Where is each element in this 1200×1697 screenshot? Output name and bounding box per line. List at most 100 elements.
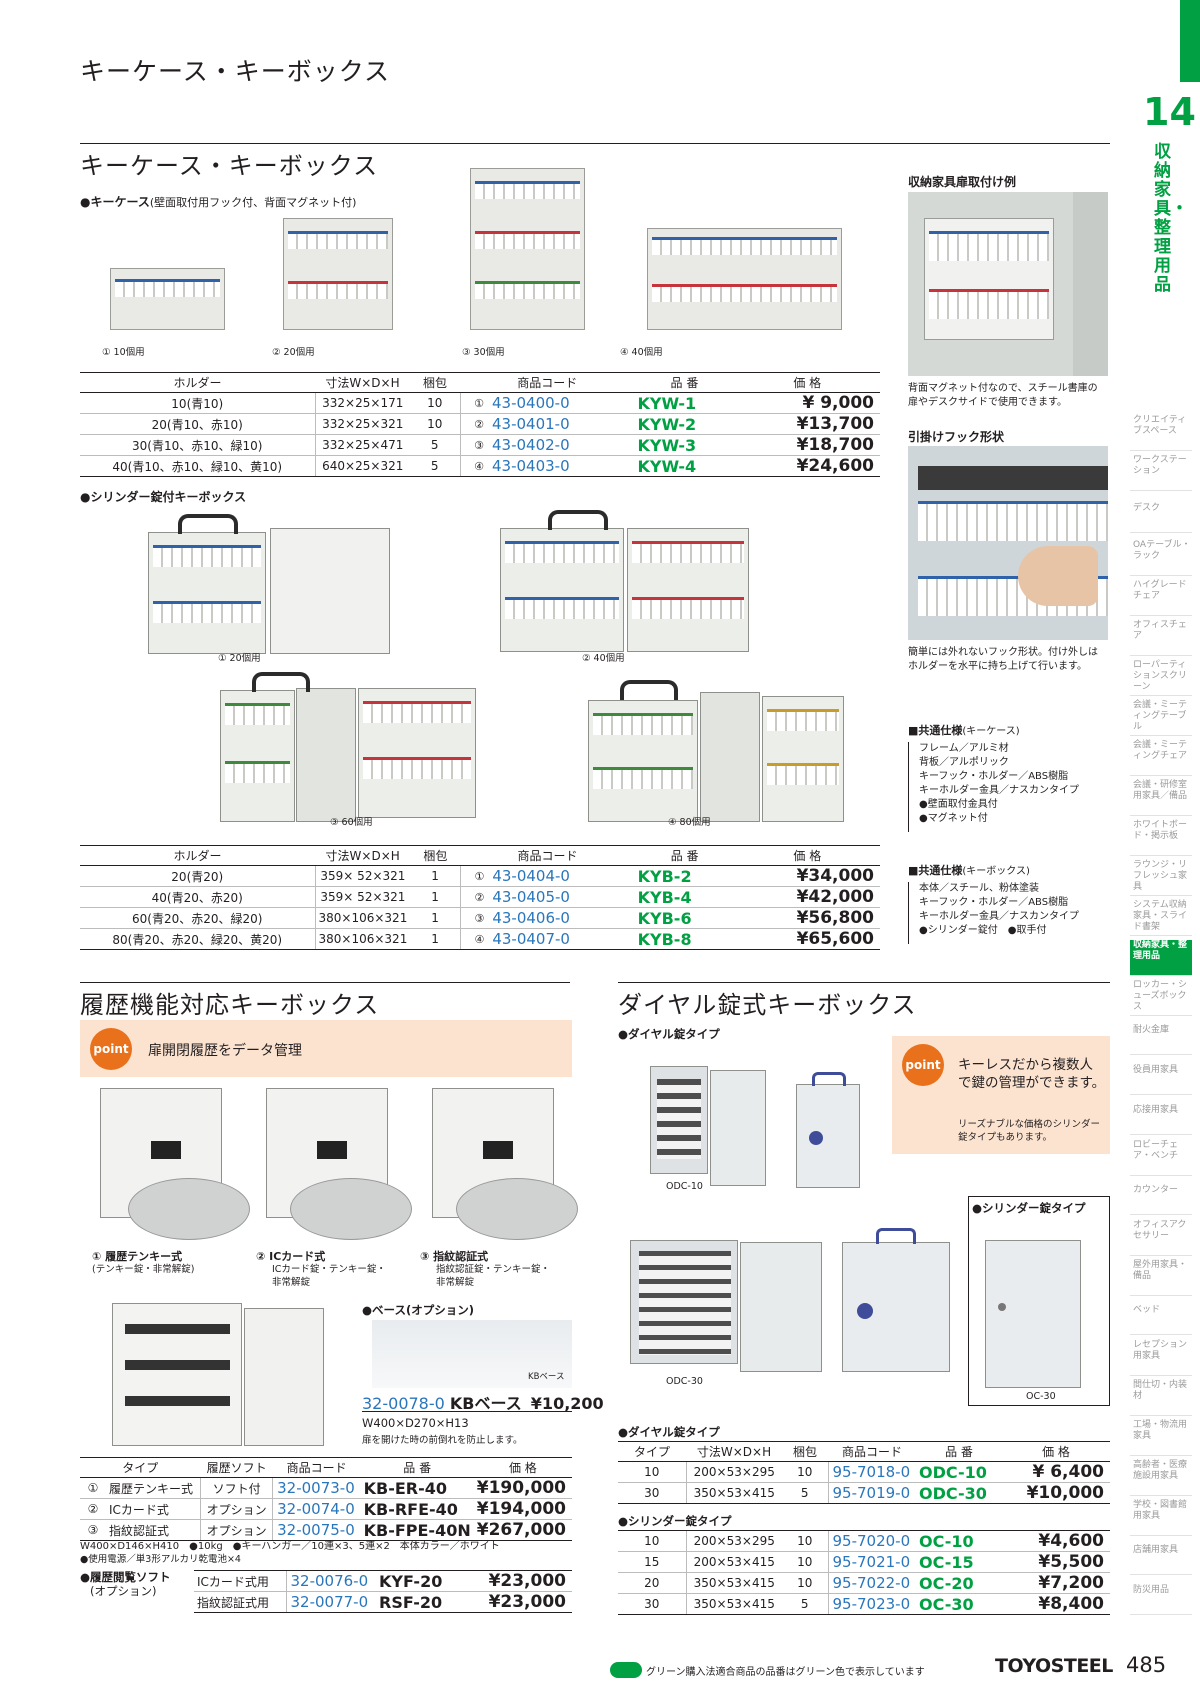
- point-badge: point: [90, 1028, 132, 1070]
- side-nav-item[interactable]: ラウンジ・リフレッシュ家具: [1130, 860, 1192, 896]
- side-nav-item[interactable]: ローパーティションスクリーン: [1130, 660, 1192, 696]
- side-nav-item[interactable]: ロッカー・シューズボックス: [1130, 980, 1192, 1016]
- spec-line: ●壁面取付金具付: [919, 799, 998, 810]
- base-price-line: 32-0078-0 KBベース ¥10,200: [362, 1390, 604, 1414]
- section2-point-banner: [80, 1020, 572, 1077]
- side-nav-item[interactable]: 耐火金庫: [1130, 1025, 1192, 1055]
- product-code: 43-0405-0: [488, 886, 635, 908]
- chapter-label: 収納家具・整理用品: [1154, 142, 1188, 295]
- product-code: 95-7021-0: [827, 1551, 916, 1573]
- history-spec-line1: W400×D146×H410 ●10kg ●キーハンガー／10連×3、5連×2 …: [80, 1541, 500, 1552]
- base-image: [372, 1320, 572, 1388]
- caption-title: ② ICカード式: [256, 1250, 326, 1263]
- keycase-image-3: [470, 168, 585, 330]
- side-nav-item[interactable]: クリエイティブスペース: [1130, 415, 1192, 451]
- side-nav-item-active[interactable]: 収納家具・整理用品: [1130, 940, 1192, 976]
- odc10-label: ODC-10: [666, 1181, 703, 1192]
- keycase-caption: ① 10個用: [102, 347, 145, 358]
- hook-title: 引掛けフック形状: [908, 430, 1005, 444]
- spec-line: キーホルダー金具／ナスカンタイプ: [919, 785, 1079, 796]
- col-header: 梱包: [410, 372, 460, 393]
- side-nav-item[interactable]: カウンター: [1130, 1185, 1192, 1215]
- side-nav-item[interactable]: 役員用家具: [1130, 1065, 1192, 1095]
- model-number: KYB-4: [634, 886, 735, 908]
- base-code: 32-0078-0: [362, 1394, 445, 1413]
- keybox-door-4: [700, 692, 760, 822]
- odc30-door: [740, 1242, 822, 1372]
- product-code: 43-0403-0: [488, 455, 635, 477]
- table-row: 30 350×53×415 5 95-7019-0 ODC-30 ¥10,000: [618, 1482, 1110, 1504]
- item-no: ②: [459, 413, 488, 435]
- model-number: KYW-2: [634, 413, 735, 435]
- side-nav-item[interactable]: 間仕切・内装材: [1130, 1380, 1192, 1416]
- side-nav-item[interactable]: ベッド: [1130, 1305, 1192, 1335]
- side-nav-item[interactable]: 屋外用家具・備品: [1130, 1260, 1192, 1296]
- col-header: 商品コード: [460, 372, 635, 393]
- model-number: OC-30: [916, 1593, 1002, 1615]
- item-no: ①: [459, 865, 489, 887]
- odc30-image: [630, 1240, 738, 1364]
- side-nav-item[interactable]: オフィスチェア: [1130, 620, 1192, 656]
- page-number: 485: [1126, 1653, 1167, 1677]
- spec-sub: (キーケース): [962, 726, 1020, 737]
- side-nav-item[interactable]: ハイグレードチェア: [1130, 580, 1192, 616]
- base-price: ¥10,200: [530, 1394, 604, 1413]
- model-number: KYF-20: [376, 1570, 464, 1592]
- keybox-caption: ③ 60個用: [330, 817, 373, 828]
- cylinder-type-box: [968, 1196, 1110, 1406]
- cyl-table: 10 200×53×295 10 95-7020-0 OC-10 ¥4,600 …: [618, 1530, 1110, 1615]
- col-header: 価 格: [1002, 1441, 1110, 1462]
- hook-text: 簡単には外れないフック形状。付け外しはホルダーを水平に持ち上げて行います。: [908, 647, 1098, 672]
- holder: 40(青20、赤20): [80, 886, 315, 908]
- size: 350×53×415: [685, 1482, 782, 1504]
- holder: 80(青20、赤20、緑20、黄20): [80, 928, 315, 950]
- side-nav-item[interactable]: 防災用品: [1130, 1585, 1192, 1615]
- side-nav-item[interactable]: 高齢者・医療施設用家具: [1130, 1460, 1192, 1496]
- col-header: 履歴ソフト: [200, 1457, 273, 1478]
- holder: 30(青10、赤10、緑10): [80, 434, 315, 456]
- point-text: 扉開閉履歴をデータ管理: [148, 1043, 302, 1059]
- base-note: 扉を開けた時の前倒れを防止します。: [362, 1435, 523, 1446]
- point-note: リーズナブルな価格のシリンダー錠タイプもあります。: [958, 1119, 1101, 1143]
- software-sub: (オプション): [90, 1584, 157, 1598]
- dial-lock-icon: [857, 1303, 873, 1319]
- table-row: 30(青10、赤10、緑10) 332×25×471 5 ③ 43-0402-0…: [80, 434, 880, 456]
- keybox-table: ホルダー 寸法W×D×H 梱包 商品コード 品 番 価 格 20(青20) 35…: [80, 845, 880, 950]
- side-nav-item[interactable]: ロビーチェア・ベンチ: [1130, 1140, 1192, 1176]
- soft: オプション: [200, 1519, 273, 1541]
- side-nav-item[interactable]: 学校・図書館用家具: [1130, 1500, 1192, 1536]
- side-nav-item[interactable]: 会議・研修室用家具／備品: [1130, 780, 1192, 816]
- spec-sub: (キーボックス): [962, 866, 1030, 877]
- table-row: 60(青20、赤20、緑20) 380×106×321 1 ③ 43-0406-…: [80, 907, 880, 929]
- col-header: 梱包: [782, 1441, 828, 1462]
- side-nav-item[interactable]: システム収納家具・スライド書架: [1130, 900, 1192, 936]
- table-row: 10(青10) 332×25×171 10 ① 43-0400-0 KYW-1 …: [80, 392, 880, 414]
- side-nav-item[interactable]: ワークステーション: [1130, 455, 1192, 491]
- spec-line: ●マグネット付: [919, 813, 988, 824]
- keycase-caption: ② 20個用: [272, 347, 315, 358]
- type: ICカード式用: [194, 1570, 286, 1592]
- keycase-caption: ④ 40個用: [620, 347, 663, 358]
- side-nav-item[interactable]: レセプション用家具: [1130, 1340, 1192, 1376]
- price: ¥56,800: [734, 907, 880, 929]
- size: 380×106×321: [314, 928, 411, 950]
- cyl-table-subtitle: ●シリンダー錠タイプ: [618, 1514, 732, 1528]
- spec-line: キーフック・ホルダー／ABS樹脂: [919, 771, 1069, 782]
- side-nav-item[interactable]: デスク: [1130, 503, 1192, 533]
- side-nav-item[interactable]: 店舗用家具: [1130, 1545, 1192, 1575]
- size: 380×106×321: [314, 907, 411, 929]
- side-nav-item[interactable]: 工場・物流用家具: [1130, 1420, 1192, 1456]
- side-nav-item[interactable]: 応接用家具: [1130, 1105, 1192, 1135]
- type: 15: [618, 1551, 686, 1573]
- side-nav-item[interactable]: 会議・ミーティングテーブル: [1130, 700, 1192, 736]
- keybox-door-4b: [762, 696, 844, 822]
- side-nav-item[interactable]: OAテーブル・ラック: [1130, 540, 1192, 576]
- side-nav-item[interactable]: ホワイトボード・掲示板: [1130, 820, 1192, 856]
- side-nav-item[interactable]: オフィスアクセサリー: [1130, 1220, 1192, 1256]
- section2-title: 履歴機能対応キーボックス: [80, 991, 380, 1019]
- point-badge: point: [902, 1044, 944, 1086]
- dial-table: タイプ 寸法W×D×H 梱包 商品コード 品 番 価 格 10 200×53×2…: [618, 1441, 1110, 1504]
- product-code: 43-0401-0: [488, 413, 635, 435]
- odc10-image: [650, 1066, 708, 1174]
- side-nav-item[interactable]: 会議・ミーティングチェア: [1130, 740, 1192, 776]
